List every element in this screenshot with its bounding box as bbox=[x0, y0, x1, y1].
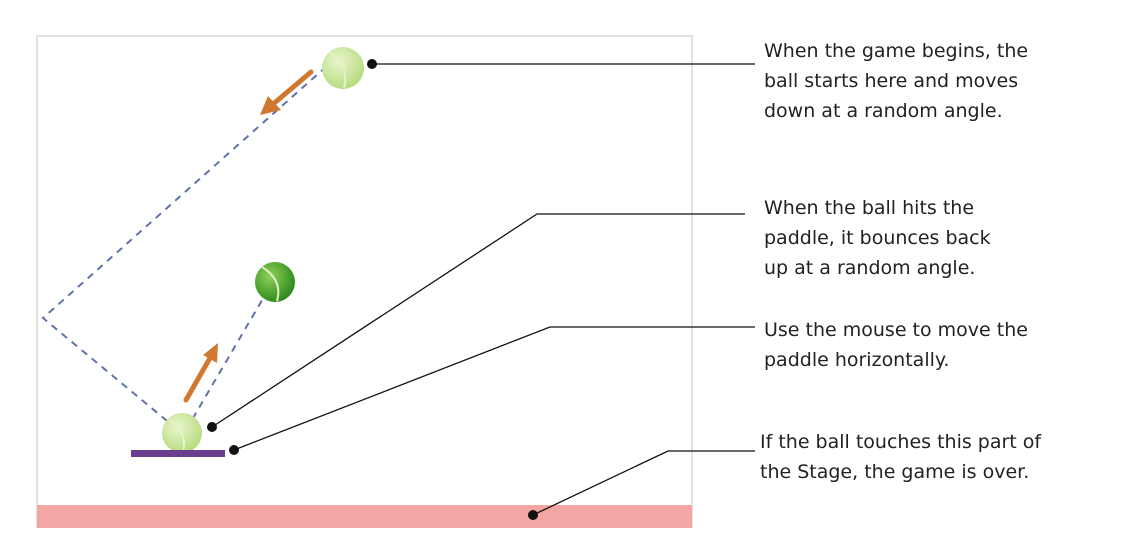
callout-ball-start: When the game begins, the ball starts he… bbox=[764, 40, 1029, 122]
arrow-icon bbox=[183, 343, 218, 403]
leader-line-bounce bbox=[207, 213, 745, 432]
callout-paddle-bounce: When the ball hits the paddle, it bounce… bbox=[764, 197, 991, 279]
arrow-icon bbox=[260, 69, 314, 115]
tennis-ball-icon bbox=[255, 262, 295, 302]
leader-line-floor bbox=[528, 450, 755, 520]
leader-line-start bbox=[367, 59, 755, 69]
callout-game-over-zone: If the ball touches this part of the Sta… bbox=[760, 431, 1042, 483]
tennis-ball-icon bbox=[162, 413, 202, 453]
ball-trajectory bbox=[41, 57, 337, 431]
stage bbox=[36, 35, 693, 528]
paddle bbox=[131, 450, 225, 457]
tennis-ball-icon bbox=[322, 47, 364, 89]
callout-mouse-control: Use the mouse to move the paddle horizon… bbox=[764, 319, 1028, 371]
leader-line-mouse bbox=[229, 326, 755, 455]
game-over-zone bbox=[37, 505, 692, 528]
